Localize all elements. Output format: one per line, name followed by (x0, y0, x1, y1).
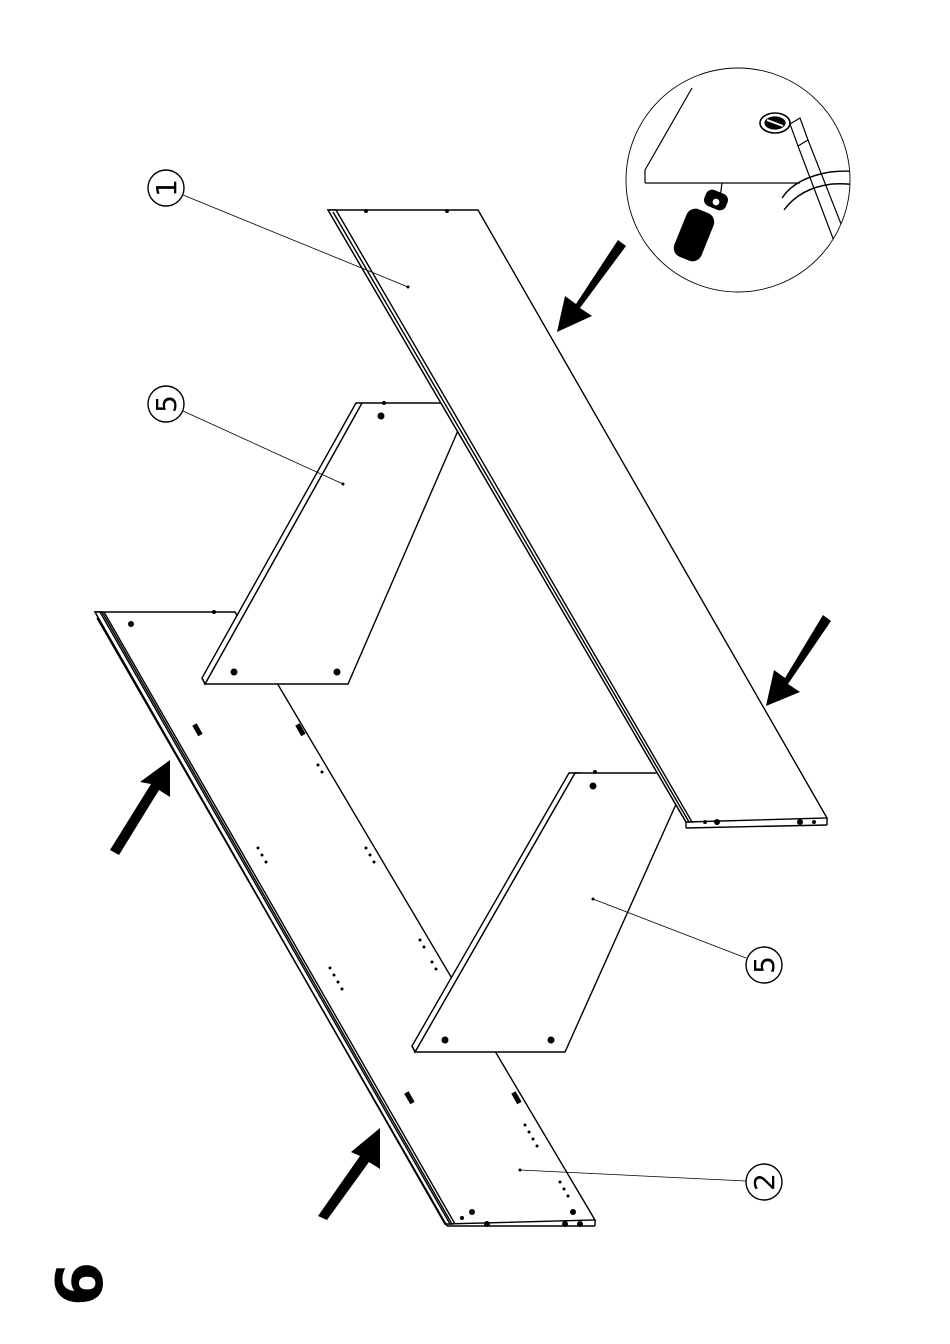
step-number: 6 (44, 1262, 118, 1307)
callout-label: 2 (748, 1173, 781, 1191)
shelf-5-upper (202, 403, 470, 684)
callout-label: 5 (748, 956, 781, 974)
assembly-arrow-icon (110, 760, 170, 855)
assembly-arrow-icon (318, 1128, 380, 1220)
callout-label: 5 (150, 395, 183, 413)
cam-lock-icon (760, 113, 790, 133)
shelf-5-lower (412, 773, 690, 1052)
callout-shelf-5-upper: 5 (148, 386, 345, 486)
step-number-label: 6 (44, 1262, 118, 1307)
assembly-arrow-icon (557, 240, 626, 332)
assembly-arrow-icon (766, 615, 831, 706)
callout-label: 1 (150, 179, 183, 197)
detail-inset (626, 68, 910, 292)
